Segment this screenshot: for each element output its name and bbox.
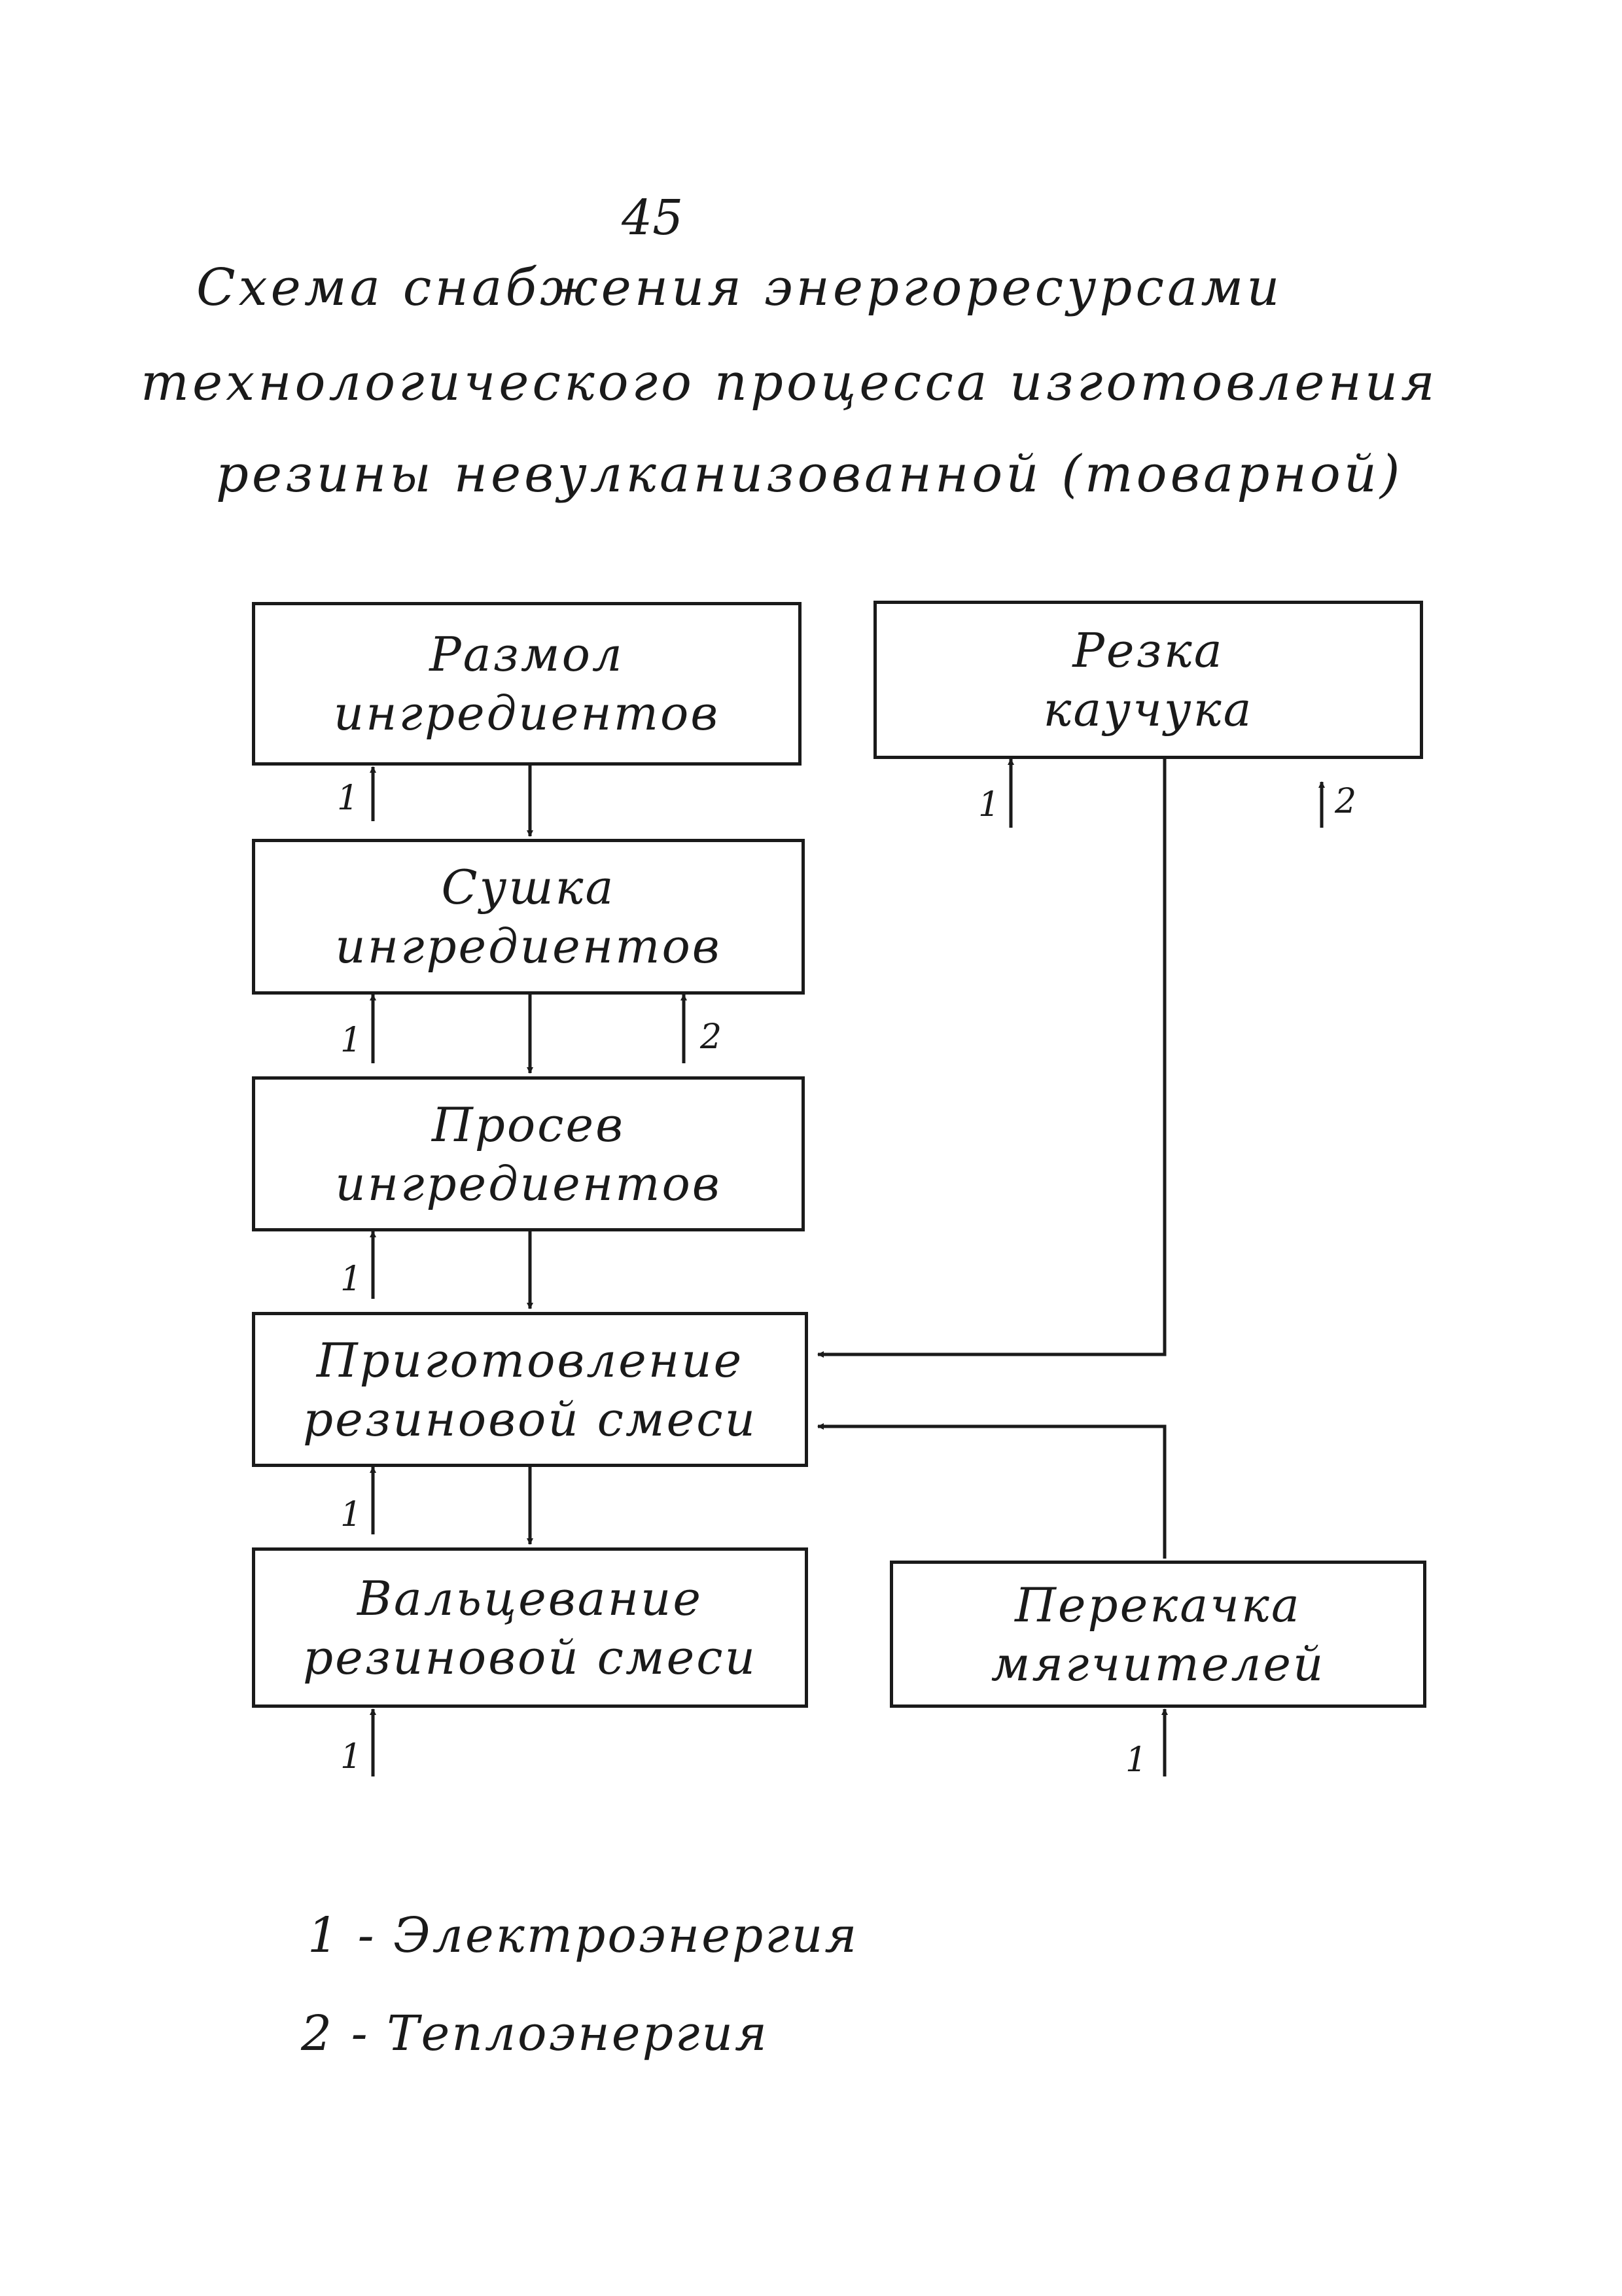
page-number: 45 xyxy=(622,190,684,246)
box-valtsevanie-line-2: резиновой смеси xyxy=(303,1629,757,1685)
flow-perekachka-to-prigotovlenie xyxy=(817,1423,1167,1559)
box-valtsevanie-line-1: Вальцевание xyxy=(357,1570,703,1626)
box-valtsevanie-rezinovoy-smesi: Вальцевание резиновой смеси xyxy=(252,1547,808,1708)
energy-label-rezka-1: 1 xyxy=(978,785,1000,824)
box-sushka-line-2: ингредиентов xyxy=(335,919,722,974)
box-prosev-line-1: Просев xyxy=(431,1097,626,1152)
box-prosev-ingredientov: Просев ингредиентов xyxy=(252,1076,805,1231)
box-sushka-ingredientov: Сушка ингредиентов xyxy=(252,839,805,995)
box-rezka-line-2: каучука xyxy=(1043,682,1254,737)
box-prigotovlenie-line-1: Приготовление xyxy=(316,1332,744,1388)
flow-rezka-to-prigotovlenie xyxy=(817,759,1167,1358)
box-prosev-line-2: ингредиентов xyxy=(335,1156,722,1211)
box-razmol-ingredientov: Размол ингредиентов xyxy=(252,602,802,766)
energy-label-perekachka-1: 1 xyxy=(1125,1740,1148,1780)
legend-item-electric: 1 - Электроэнергия xyxy=(308,1907,859,1964)
legend-item-thermal: 2 - Теплоэнергия xyxy=(301,2005,769,2062)
title-line-3: резины невулканизованной (товарной) xyxy=(216,445,1403,504)
box-sushka-line-1: Сушка xyxy=(441,860,616,915)
box-perekachka-line-1: Перекачка xyxy=(1015,1577,1301,1633)
energy-label-sushka-2: 2 xyxy=(700,1017,722,1057)
box-perekachka-myagchiteley: Перекачка мягчителей xyxy=(890,1561,1426,1708)
energy-label-rezka-2: 2 xyxy=(1335,782,1357,821)
title-line-2: технологического процесса изготовления xyxy=(141,353,1438,412)
box-rezka-line-1: Резка xyxy=(1072,623,1224,678)
energy-label-valtsevanie-1: 1 xyxy=(340,1737,362,1776)
box-prigotovlenie-line-2: резиновой смеси xyxy=(303,1391,757,1447)
energy-label-razmol-1: 1 xyxy=(337,779,359,818)
box-prigotovlenie-rezinovoy-smesi: Приготовление резиновой смеси xyxy=(252,1312,808,1467)
energy-label-prigotovlenie-1: 1 xyxy=(340,1495,362,1534)
energy-label-prosev-1: 1 xyxy=(340,1260,362,1299)
box-razmol-line-1: Размол xyxy=(429,627,624,682)
box-rezka-kauchuka: Резка каучука xyxy=(873,601,1423,759)
box-perekachka-line-2: мягчителей xyxy=(991,1636,1326,1691)
title-line-1: Схема снабжения энергоресурсами xyxy=(196,258,1283,317)
energy-label-sushka-1: 1 xyxy=(340,1021,362,1060)
box-razmol-line-2: ингредиентов xyxy=(333,686,720,741)
